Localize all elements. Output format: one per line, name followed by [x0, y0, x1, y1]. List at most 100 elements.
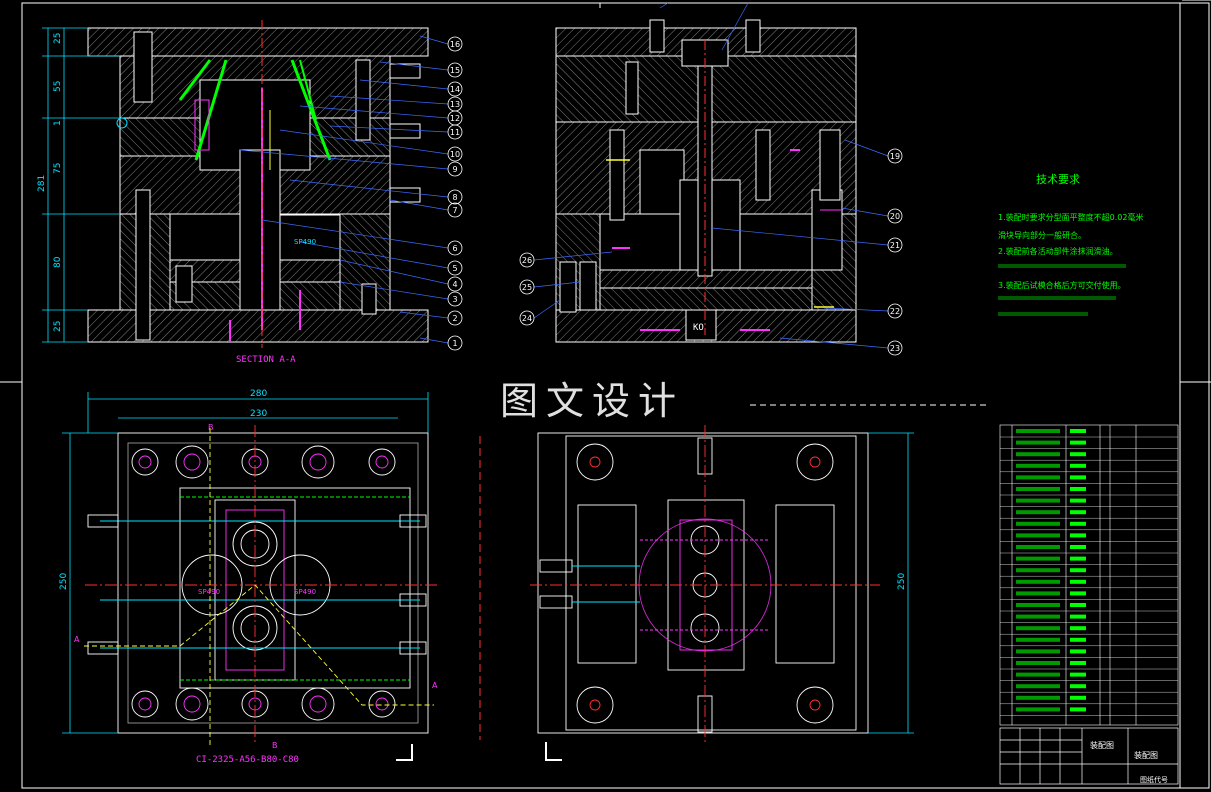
parts-row-swatch	[1070, 440, 1086, 445]
title-block-code: 图纸代号	[1140, 775, 1168, 784]
parts-row-swatch	[1070, 579, 1086, 584]
parts-row-swatch	[1070, 707, 1086, 712]
parts-row-swatch	[1070, 591, 1086, 596]
part-code: CI-2325-A56-B80-C80	[196, 755, 299, 765]
parts-row-text-block	[1016, 475, 1060, 480]
parts-row-text-block	[1016, 684, 1060, 689]
section-view-left	[87, 20, 429, 348]
right-balloons	[519, 148, 903, 356]
parts-row-swatch	[1070, 614, 1086, 619]
tech-line-2: 滑块导向部分一般研合。	[998, 230, 1086, 240]
parts-row-text-block	[1016, 649, 1060, 654]
parts-list-rows	[1000, 429, 1178, 716]
parts-row-swatch	[1070, 603, 1086, 607]
balloon-13: 13	[450, 100, 460, 109]
dim-1: 1	[53, 120, 63, 126]
spec-mark-plan-2: SP490	[294, 588, 316, 596]
plan-view-left	[84, 425, 440, 746]
parts-row-text-block	[1016, 603, 1060, 607]
parts-row-text-block	[1016, 579, 1060, 584]
parts-row-swatch	[1070, 568, 1086, 573]
balloon-21: 21	[890, 241, 900, 250]
section-marker-a-left: A	[74, 635, 80, 644]
parts-row-swatch	[1070, 521, 1086, 526]
balloon-15: 15	[450, 66, 460, 75]
balloon-3: 3	[452, 295, 457, 304]
parts-row-swatch	[1070, 429, 1086, 433]
parts-row-text-block	[1016, 637, 1060, 642]
parts-row-text-block	[1016, 661, 1060, 665]
section-marker-b-top: B	[208, 423, 214, 432]
balloon-19: 19	[890, 152, 900, 161]
balloon-14: 14	[450, 85, 460, 94]
parts-row-swatch	[1070, 510, 1086, 515]
parts-row-swatch	[1070, 475, 1086, 480]
section-label: SECTION A-A	[236, 355, 296, 365]
balloon-16: 16	[450, 40, 460, 49]
balloon-25: 25	[522, 283, 532, 292]
parts-row-text-block	[1016, 707, 1060, 712]
balloon-23: 23	[890, 344, 900, 353]
dim-250-right: 250	[897, 573, 907, 590]
tech-requirements: 技术要求 1.装配时要求分型面平整度不超0.02毫米 滑块导向部分一般研合。 2…	[998, 173, 1143, 316]
watermark: 图文设计	[500, 379, 684, 423]
plan-left-dimensions	[62, 392, 429, 734]
parts-row-text-block	[1016, 695, 1060, 700]
parts-row-swatch	[1070, 498, 1086, 503]
section-marker-b-bottom: B	[272, 741, 278, 750]
parts-row-text-block	[1016, 429, 1060, 433]
parts-row-text-block	[1016, 440, 1060, 445]
dim-75: 75	[53, 163, 63, 174]
section-view-right	[555, 19, 857, 343]
tech-line-4: 3.装配后试模合格后方可交付使用。	[998, 280, 1126, 290]
parts-row-swatch	[1070, 545, 1086, 549]
parts-row-text-block	[1016, 614, 1060, 619]
parts-row-text-block	[1016, 672, 1060, 677]
dim-25-bottom: 25	[53, 321, 63, 332]
parts-row-swatch	[1070, 452, 1086, 457]
parts-row-text-block	[1016, 452, 1060, 457]
view-corner-right	[545, 742, 562, 761]
parts-list	[999, 424, 1179, 726]
dim-230: 230	[250, 409, 267, 419]
parts-row-text-block	[1016, 498, 1060, 503]
view-corner-left	[396, 744, 413, 761]
parts-row-text-block	[1016, 591, 1060, 596]
plan-view-right	[530, 425, 880, 745]
parts-row-swatch	[1070, 556, 1086, 561]
balloon-26: 26	[522, 256, 532, 265]
parts-row-text-block	[1016, 533, 1060, 538]
parts-row-text-block	[1016, 556, 1060, 561]
balloon-10: 10	[450, 150, 460, 159]
parts-row-swatch	[1070, 672, 1086, 677]
tech-line-3: 2.装配前各活动部件涂抹润滑油。	[998, 246, 1118, 256]
parts-row-text-block	[1016, 568, 1060, 573]
parts-row-text-block	[1016, 545, 1060, 549]
parts-row-swatch	[1070, 649, 1086, 654]
balloon-20: 20	[890, 212, 900, 221]
balloon-6: 6	[452, 244, 457, 253]
tech-title: 技术要求	[1036, 173, 1080, 186]
parts-row-swatch	[1070, 637, 1086, 642]
right-leaders	[533, 2, 889, 349]
balloon-8: 8	[452, 193, 457, 202]
parts-row-text-block	[1016, 487, 1060, 491]
parts-row-swatch	[1070, 487, 1086, 491]
balloon-22: 22	[890, 307, 900, 316]
ko-label: KO	[693, 323, 704, 333]
dim-80: 80	[53, 256, 63, 268]
balloon-11: 11	[450, 128, 460, 137]
parts-row-swatch	[1070, 684, 1086, 689]
tech-line-1: 1.装配时要求分型面平整度不超0.02毫米	[998, 212, 1143, 222]
dim-280: 280	[250, 389, 267, 399]
left-leaders	[239, 35, 449, 344]
parts-row-swatch	[1070, 695, 1086, 700]
parts-row-text-block	[1016, 463, 1060, 468]
dim-281: 281	[37, 175, 47, 192]
dim-25-top: 25	[53, 33, 63, 44]
balloon-24: 24	[522, 314, 532, 323]
title-block	[999, 727, 1179, 785]
dim-55: 55	[53, 81, 63, 92]
